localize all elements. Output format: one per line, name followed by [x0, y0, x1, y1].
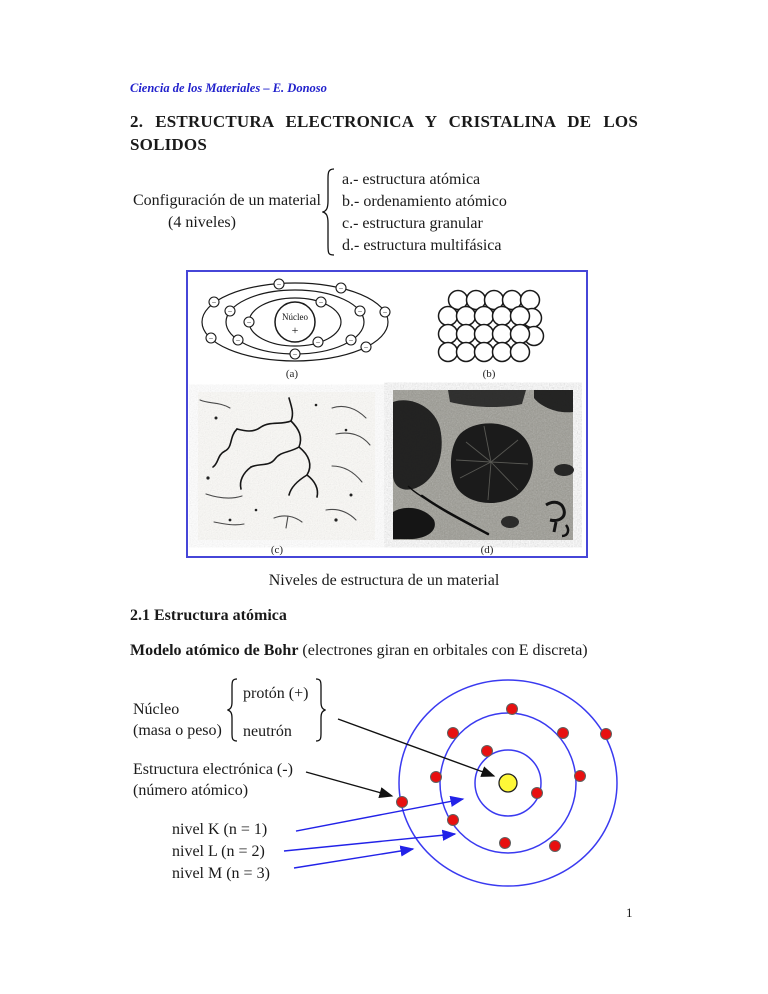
- nucleus-brace-left-icon: [227, 678, 238, 742]
- electronic-structure-arrow: [305, 771, 394, 799]
- bohr-model-note: (electrones giran en orbitales con E dis…: [298, 642, 588, 659]
- electron-minus-icon: −: [293, 350, 298, 359]
- brace-left-icon: [322, 168, 335, 256]
- bohr-model-title: Modelo atómico de Bohr: [130, 642, 299, 659]
- panel-a-electrons: − − − − − − − − − − − − − − Núcleo +: [205, 278, 391, 360]
- page-title-line1: 2. ESTRUCTURA ELECTRONICA Y CRISTALINA D…: [130, 112, 638, 131]
- electron-minus-icon: −: [358, 307, 363, 316]
- panel-c-label: (c): [271, 544, 284, 556]
- configuration-item-c: c.- estructura granular: [342, 215, 483, 232]
- page-title-line2: SOLIDOS: [130, 135, 207, 154]
- electron-minus-icon: −: [383, 308, 388, 317]
- neutron-item: neutrón: [243, 723, 292, 740]
- figure-caption: Niveles de estructura de un material: [268, 572, 500, 589]
- nucleus-brace-right-icon: [315, 678, 326, 742]
- electron-minus-icon: −: [209, 334, 214, 343]
- electronic-structure-line2: (número atómico): [133, 782, 249, 799]
- orbit-k: [474, 749, 542, 817]
- electron-dot: [430, 771, 442, 783]
- nucleus-sublabel: (masa o peso): [133, 722, 222, 739]
- panel-a-nucleus-charge: +: [292, 323, 299, 337]
- level-m-label: nivel M (n = 3): [172, 865, 270, 882]
- figure-panels-svg: − − − − − − − − − − − − − − Núcleo +: [198, 278, 574, 556]
- electron-dot: [499, 837, 511, 849]
- electronic-structure-line1: Estructura electrónica (-): [133, 761, 293, 778]
- level-k-arrow: [295, 795, 465, 832]
- electron-minus-icon: −: [349, 336, 354, 345]
- electron-minus-icon: −: [316, 338, 321, 347]
- configuration-list: a.- estructura atómica b.- ordenamiento …: [342, 169, 507, 257]
- electron-dot: [447, 727, 459, 739]
- bohr-orbits: [398, 679, 618, 887]
- document-header: Ciencia de los Materiales – E. Donoso: [130, 81, 327, 95]
- configuration-sublabel: (4 niveles): [168, 214, 236, 231]
- nucleus-dot: [498, 773, 518, 793]
- configuration-item-b: b.- ordenamiento atómico: [342, 193, 507, 210]
- bohr-electrons: [396, 703, 612, 852]
- panel-d-label: (d): [481, 544, 494, 556]
- electron-dot: [557, 727, 569, 739]
- electron-dot: [447, 814, 459, 826]
- page-title: 2. ESTRUCTURA ELECTRONICA Y CRISTALINA D…: [130, 110, 638, 156]
- panel-b-label: (b): [483, 368, 496, 380]
- electron-minus-icon: −: [228, 307, 233, 316]
- panel-a-label: (a): [286, 368, 299, 380]
- electron-minus-icon: −: [236, 336, 241, 345]
- configuration-item-a: a.- estructura atómica: [342, 171, 481, 188]
- electron-minus-icon: −: [339, 284, 344, 293]
- electron-minus-icon: −: [247, 318, 252, 327]
- section-heading: 2.1 Estructura atómica: [130, 607, 287, 624]
- annotation-arrows-blue: [283, 795, 465, 869]
- configuration-item-d: d.- estructura multifásica: [342, 237, 502, 254]
- level-m-arrow: [293, 845, 415, 869]
- panel-a-nucleus-label: Núcleo: [282, 312, 308, 322]
- panel-c-grain-micrograph: [198, 392, 375, 540]
- electron-minus-icon: −: [319, 298, 324, 307]
- electron-dot: [396, 796, 408, 808]
- electron-dot: [600, 728, 612, 740]
- electron-dot: [531, 787, 543, 799]
- level-l-label: nivel L (n = 2): [172, 843, 265, 860]
- level-k-label: nivel K (n = 1): [172, 821, 268, 838]
- energy-levels-list: nivel K (n = 1) nivel L (n = 2) nivel M …: [172, 819, 270, 885]
- electron-minus-icon: −: [277, 280, 282, 289]
- proton-item: protón (+): [243, 685, 309, 702]
- electron-minus-icon: −: [364, 343, 369, 352]
- panel-d-multiphase-micrograph: [393, 390, 574, 540]
- bohr-model-line: Modelo atómico de Bohr (electrones giran…: [130, 640, 588, 661]
- electron-dot: [574, 770, 586, 782]
- configuration-label: Configuración de un material: [133, 192, 321, 209]
- electron-dot: [506, 703, 518, 715]
- page-number: 1: [626, 905, 633, 920]
- annotation-arrows-black: [305, 718, 496, 799]
- electron-dot: [481, 745, 493, 757]
- electron-dot: [549, 840, 561, 852]
- electron-minus-icon: −: [212, 298, 217, 307]
- orbit-m: [398, 679, 618, 887]
- level-l-arrow: [283, 829, 457, 852]
- nucleus-label: Núcleo: [133, 701, 180, 718]
- nucleus-arrow: [337, 718, 496, 777]
- figure-levels-of-structure: − − − − − − − − − − − − − − Núcleo +: [186, 270, 588, 558]
- panel-b-packed-spheres: [437, 289, 545, 363]
- orbit-l: [439, 712, 577, 854]
